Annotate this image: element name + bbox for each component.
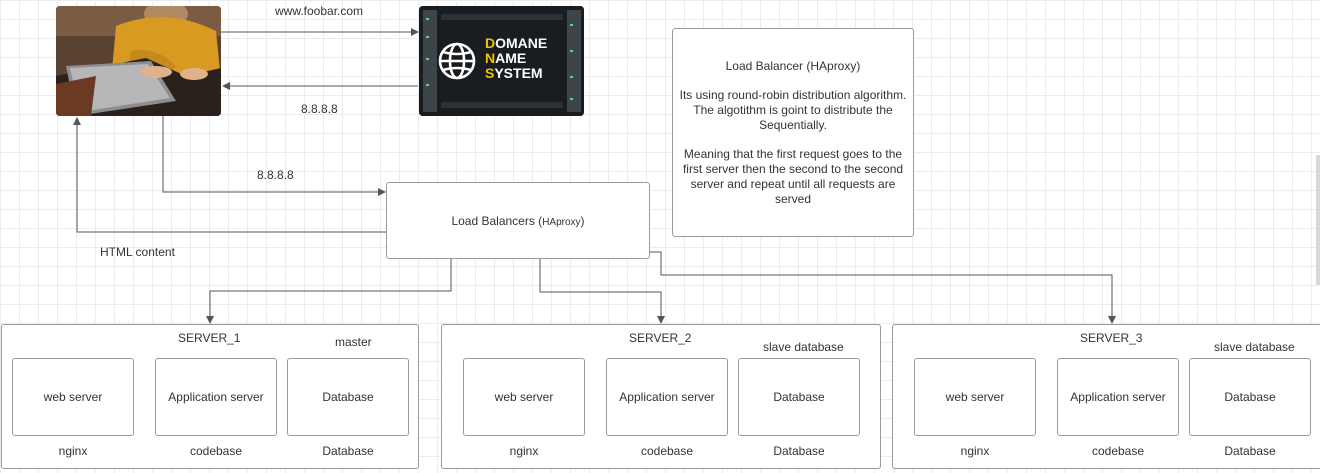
server-3-app-server[interactable]: Application server [1057,358,1179,436]
server-3-web-sub: nginx [960,444,990,458]
dns-word-2: AME [495,50,527,66]
server-3-container[interactable]: SERVER_3 slave database web server Appli… [892,324,1320,469]
note-paragraph-1: Its using round-robin distribution algor… [679,88,907,132]
server-2-db-sub: Database [773,444,825,458]
canvas-scroll-handle[interactable] [1316,155,1320,285]
server-1-db-sub: Database [322,444,374,458]
server-1-web-sub: nginx [58,444,88,458]
load-balancer-note[interactable]: Load Balancer (HAproxy) Its using round-… [672,28,914,237]
server-1-app-server[interactable]: Application server [155,358,277,436]
server-1-title: SERVER_1 [178,331,241,345]
dns-word-3: YSTEM [494,65,543,81]
server-3-role: slave database [1214,340,1295,354]
server-2-app-server[interactable]: Application server [606,358,728,436]
server-1-container[interactable]: SERVER_1 master web server Application s… [1,324,419,469]
server-rack-background [419,6,584,116]
dns-title-text: DOMANE NAME SYSTEM [485,36,547,81]
dns-initial-s: S [485,65,495,81]
connector-user-to-lb [162,116,386,196]
server-1-role: master [335,335,372,349]
html-content-label: HTML content [100,245,175,259]
server-3-app-sub: codebase [1091,444,1145,458]
user-laptop-image [56,6,221,116]
server-2-role: slave database [763,340,844,354]
server-2-database[interactable]: Database [738,358,860,436]
server-1-web-server[interactable]: web server [12,358,134,436]
load-balancer-box[interactable]: Load Balancers (HAproxy) [386,182,650,259]
connector-lb-to-user [73,117,386,233]
server-2-web-sub: nginx [509,444,539,458]
dns-initial-d: D [485,35,496,51]
server-2-app-sub: codebase [640,444,694,458]
server-3-database[interactable]: Database [1189,358,1311,436]
server-3-web-server[interactable]: web server [914,358,1036,436]
laptop-user-illustration [56,6,221,116]
server-2-container[interactable]: SERVER_2 slave database web server Appli… [441,324,881,469]
load-balancer-label: Load Balancers (HAproxy) [451,213,585,228]
globe-icon [438,42,476,80]
server-3-db-sub: Database [1224,444,1276,458]
lb-request-label: 8.8.8.8 [257,168,294,182]
connector-lb-to-server3 [650,251,1116,324]
connector-lb-to-server1 [206,258,452,324]
dns-word-1: OMANE [495,35,548,51]
url-label: www.foobar.com [275,4,364,18]
dns-initial-n: N [485,50,496,66]
note-title: Load Balancer (HAproxy) [725,59,861,73]
server-3-title: SERVER_3 [1080,331,1143,345]
dns-image: DOMANE NAME SYSTEM [419,6,584,116]
server-1-database[interactable]: Database [287,358,409,436]
server-2-web-server[interactable]: web server [463,358,585,436]
server-2-title: SERVER_2 [629,331,692,345]
note-paragraph-2: Meaning that the first request goes to t… [682,147,904,206]
connector-lb-to-server2 [539,258,665,324]
server-1-app-sub: codebase [189,444,243,458]
dns-reply-label: 8.8.8.8 [301,102,338,116]
